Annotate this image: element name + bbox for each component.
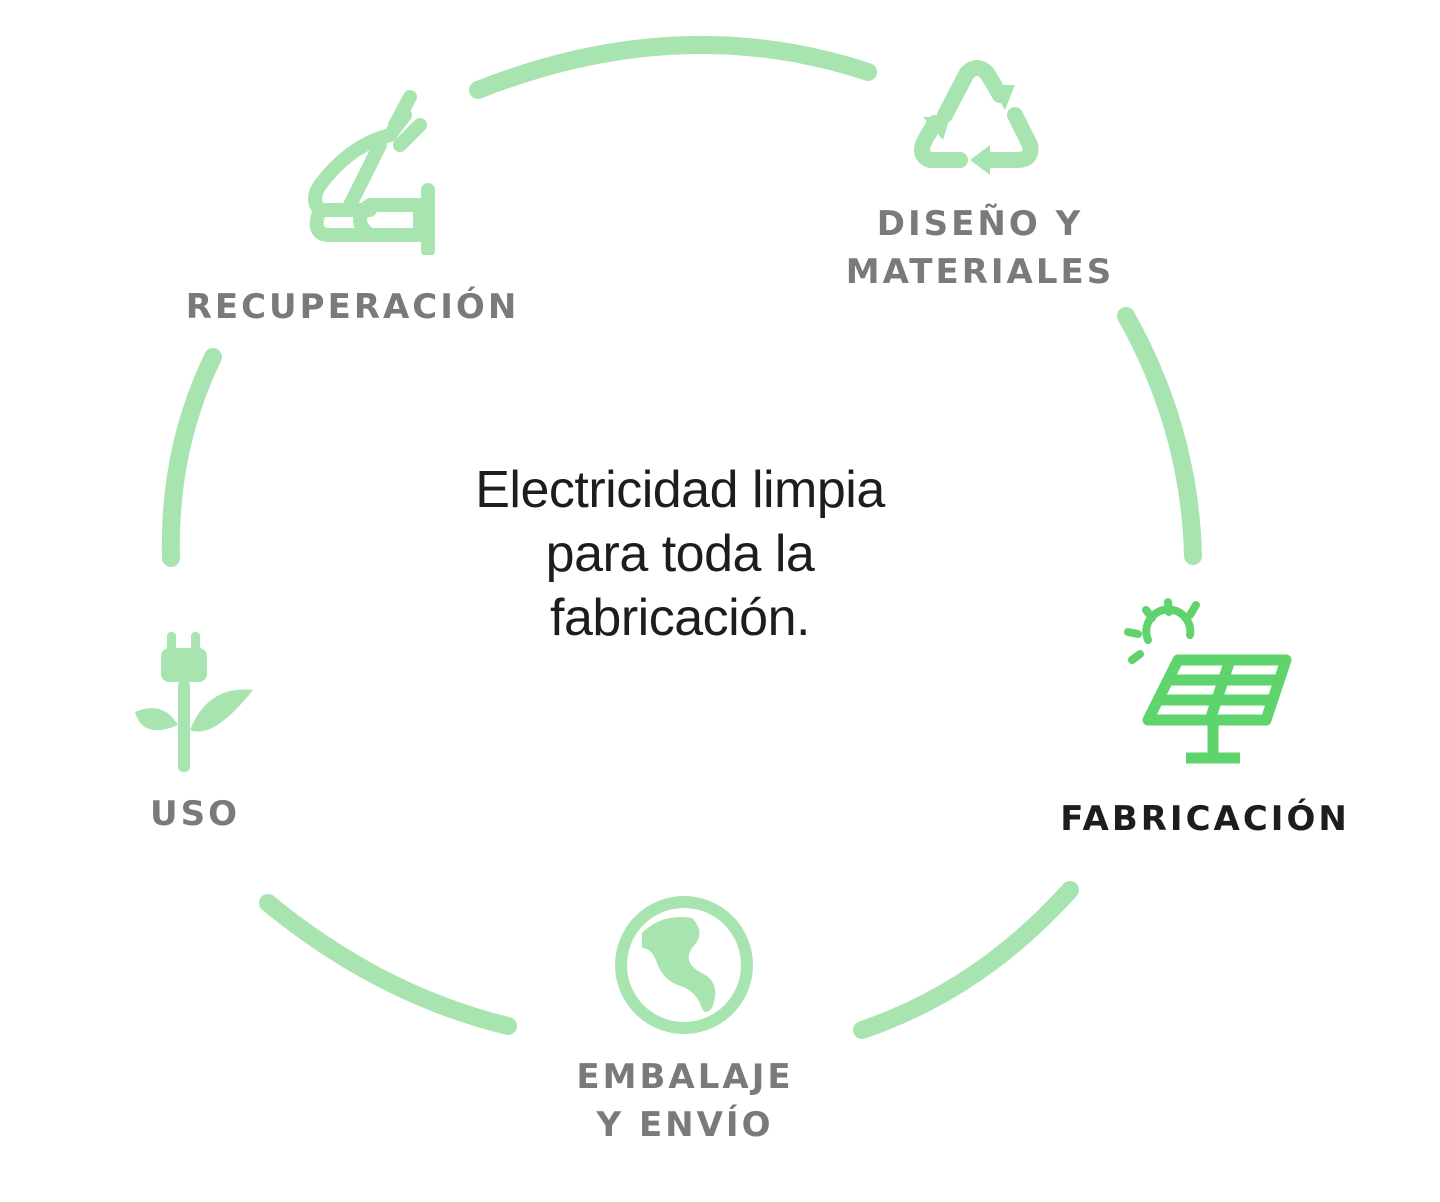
ring-arc-right — [1117, 307, 1202, 565]
stage-label-manufacturing: FABRICACIÓN — [1050, 795, 1360, 843]
center-headline: Electricidad limpia para toda la fabrica… — [380, 458, 980, 650]
label-line: EMBALAJE — [576, 1057, 794, 1097]
label-line: FABRICACIÓN — [1060, 799, 1350, 839]
stage-label-design: DISEÑO Y MATERIALES — [830, 200, 1130, 296]
recovery-arm-icon — [308, 90, 435, 255]
headline-line: para toda la — [545, 525, 815, 583]
label-line: USO — [150, 794, 240, 834]
stage-label-use: USO — [140, 790, 250, 838]
label-line: Y ENVÍO — [596, 1105, 774, 1145]
ring-arc-bottom-right — [853, 881, 1079, 1039]
stage-label-recovery: RECUPERACIÓN — [180, 283, 525, 331]
ring-arc-bottom-left — [259, 894, 517, 1035]
headline-line: fabricación. — [550, 589, 810, 647]
recycle-icon — [914, 60, 1039, 175]
globe-icon — [615, 896, 753, 1034]
plug-plant-icon — [135, 632, 253, 772]
label-line: DISEÑO Y — [876, 204, 1084, 244]
solar-panel-icon — [1124, 598, 1292, 764]
headline-line: Electricidad limpia — [475, 461, 885, 519]
label-line: MATERIALES — [845, 252, 1115, 292]
stage-label-shipping: EMBALAJE Y ENVÍO — [535, 1053, 835, 1149]
ring-arc-top — [469, 35, 877, 99]
ring-arc-left — [161, 348, 222, 567]
label-line: RECUPERACIÓN — [185, 287, 520, 327]
